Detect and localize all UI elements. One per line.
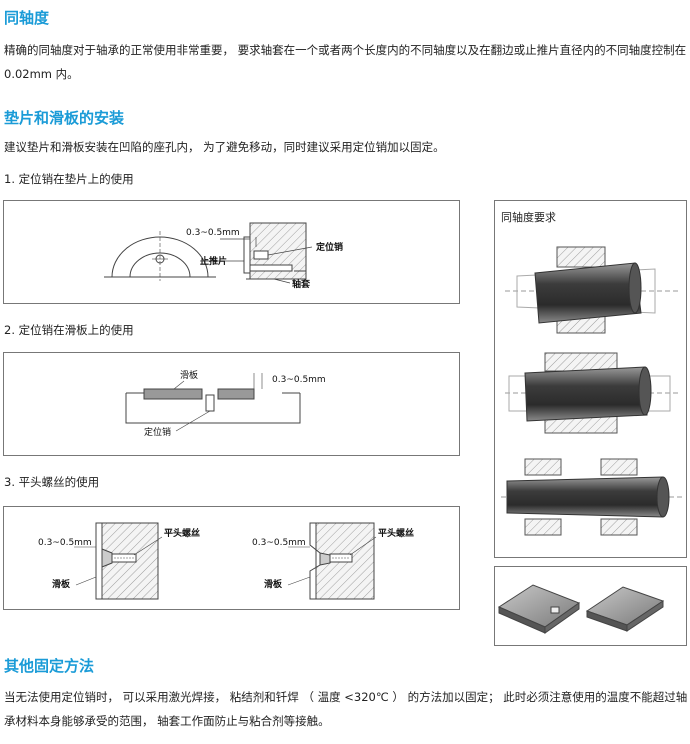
heading-coaxiality: 同轴度 — [4, 9, 50, 27]
caption-case2: 2. 定位销在滑板上的使用 — [4, 323, 134, 337]
heading-installation: 垫片和滑板的安装 — [4, 109, 125, 127]
figure-pin-on-plate: 0.3~0.5mm 滑板 定位销 — [3, 352, 460, 456]
label-washer-fig1: 止推片 — [200, 255, 227, 267]
caption-case3: 3. 平头螺丝的使用 — [4, 475, 100, 489]
figure-flat-screw: 0.3~0.5mm 平头螺丝 滑板 0.3~0.5mm 平头螺丝 滑板 — [3, 506, 460, 610]
caption-case1: 1. 定位销在垫片上的使用 — [4, 172, 134, 186]
label-plate-fig2: 滑板 — [180, 369, 198, 381]
label-bushing-fig1: 轴套 — [292, 278, 311, 290]
paragraph-installation: 建议垫片和滑板安装在凹陷的座孔内， 为了避免移动，同时建议采用定位销加以固定。 — [4, 140, 445, 154]
figure-plates-drawing — [497, 584, 665, 634]
label-coaxiality-requirement: 同轴度要求 — [501, 210, 556, 224]
label-pin-fig2: 定位销 — [144, 426, 171, 438]
paragraph-other-methods: 当无法使用定位销时， 可以采用激光焊接， 粘结剂和钎焊 （ 温度 <320℃ ）… — [4, 690, 688, 728]
label-gap-fig2: 0.3~0.5mm — [272, 375, 326, 385]
figure-coaxiality-drawing: 同轴度要求 — [501, 210, 683, 536]
heading-other-methods: 其他固定方法 — [4, 657, 95, 675]
paragraph-coaxiality: 精确的同轴度对于轴承的正常使用非常重要， 要求轴套在一个或者两个长度内的不同轴度… — [4, 43, 687, 81]
label-screw-right: 平头螺丝 — [378, 527, 414, 539]
label-gap-right: 0.3~0.5mm — [252, 538, 306, 548]
figure-plates-photo — [494, 566, 687, 646]
figure-pin-on-plate-drawing: 0.3~0.5mm 滑板 定位销 — [125, 369, 326, 438]
label-gap-left: 0.3~0.5mm — [38, 538, 92, 548]
label-gap-fig1: 0.3~0.5mm — [186, 228, 240, 238]
label-screw-left: 平头螺丝 — [164, 527, 200, 539]
figure-pin-on-washer-drawing: 0.3~0.5mm 止推片 定位销 轴套 — [104, 222, 343, 290]
figure-coaxiality-requirement: 同轴度要求 — [494, 200, 687, 558]
label-pin-fig1: 定位销 — [315, 241, 343, 253]
label-plate-right: 滑板 — [264, 578, 283, 590]
label-plate-left: 滑板 — [52, 578, 71, 590]
figure-pin-on-washer: 0.3~0.5mm 止推片 定位销 轴套 — [3, 200, 460, 304]
figure-flat-screw-drawing: 0.3~0.5mm 平头螺丝 滑板 0.3~0.5mm 平头螺丝 滑板 — [38, 522, 414, 600]
